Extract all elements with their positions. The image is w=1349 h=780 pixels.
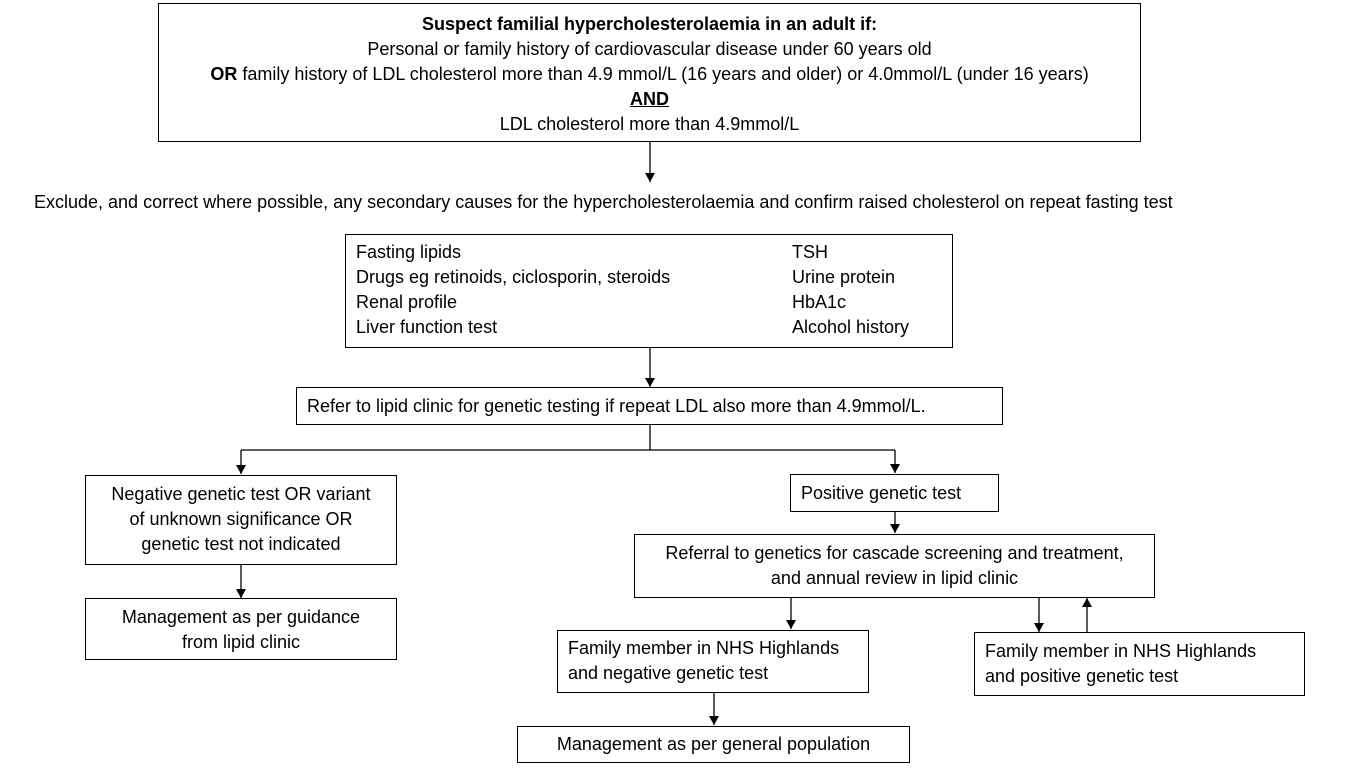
positive-genetic-test-box: Positive genetic test	[790, 474, 999, 512]
family-negative-line: and negative genetic test	[568, 663, 769, 683]
check-item: TSH	[792, 242, 828, 262]
positive-genetic-test-text: Positive genetic test	[801, 483, 962, 503]
refer-lipid-clinic-text: Refer to lipid clinic for genetic testin…	[307, 396, 926, 416]
criteria-box: Suspect familial hypercholesterolaemia i…	[158, 3, 1141, 142]
family-negative-line: Family member in NHS Highlands	[568, 638, 840, 658]
criteria-line-or-text: family history of LDL cholesterol more t…	[237, 64, 1089, 84]
management-general-text: Management as per general population	[556, 734, 871, 754]
secondary-causes-box: Fasting lipids Drugs eg retinoids, ciclo…	[345, 234, 953, 348]
management-general-population-box: Management as per general population	[517, 726, 910, 763]
criteria-line-or: OR family history of LDL cholesterol mor…	[159, 62, 1140, 87]
negative-text-line: of unknown significance OR	[129, 509, 353, 529]
negative-genetic-test-box: Negative genetic test OR variant of unkn…	[85, 475, 397, 565]
management-lipid-line: from lipid clinic	[181, 632, 301, 652]
negative-text-line: Negative genetic test OR variant	[111, 484, 371, 504]
criteria-line-ldl: LDL cholesterol more than 4.9mmol/L	[499, 114, 800, 134]
check-item: Alcohol history	[792, 317, 910, 337]
exclude-instruction: Exclude, and correct where possible, any…	[34, 192, 1173, 212]
criteria-line-history: Personal or family history of cardiovasc…	[367, 39, 932, 59]
criteria-heading: Suspect familial hypercholesterolaemia i…	[421, 14, 878, 34]
management-lipid-line: Management as per guidance	[121, 607, 361, 627]
negative-text-line: genetic test not indicated	[141, 534, 341, 554]
family-positive-line: Family member in NHS Highlands	[985, 641, 1257, 661]
family-negative-box: Family member in NHS Highlands and negat…	[557, 630, 869, 693]
or-keyword: OR	[210, 64, 238, 84]
check-item: Fasting lipids	[356, 242, 462, 262]
family-positive-box: Family member in NHS Highlands and posit…	[974, 632, 1305, 696]
check-item: Liver function test	[356, 317, 498, 337]
referral-genetics-line: Referral to genetics for cascade screeni…	[665, 543, 1124, 563]
referral-genetics-line: and annual review in lipid clinic	[770, 568, 1019, 588]
check-item: HbA1c	[792, 292, 847, 312]
check-item: Urine protein	[792, 267, 896, 287]
management-lipid-clinic-box: Management as per guidance from lipid cl…	[85, 598, 397, 660]
check-item: Drugs eg retinoids, ciclosporin, steroid…	[356, 267, 671, 287]
refer-lipid-clinic-box: Refer to lipid clinic for genetic testin…	[296, 387, 1003, 425]
and-keyword: AND	[630, 89, 669, 109]
check-item: Renal profile	[356, 292, 458, 312]
secondary-causes-right-column: TSH Urine protein HbA1c Alcohol history	[792, 240, 909, 340]
referral-genetics-box: Referral to genetics for cascade screeni…	[634, 534, 1155, 598]
secondary-causes-left-column: Fasting lipids Drugs eg retinoids, ciclo…	[356, 240, 670, 340]
family-positive-line: and positive genetic test	[985, 666, 1179, 686]
